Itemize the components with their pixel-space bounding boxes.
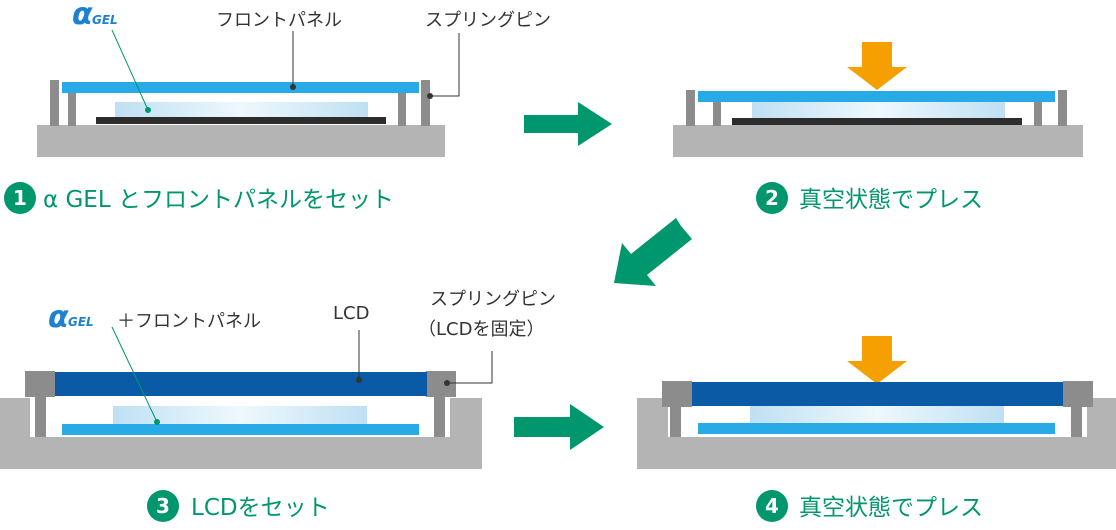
step3-front-panel [62, 424, 419, 435]
step2-diagram: 2 真空状態でプレス [673, 42, 1083, 214]
step2-pin-left-inner [713, 102, 721, 126]
step3-caption: LCDをセット [191, 495, 330, 521]
alpha-gel-logo-1-gel: GEL [92, 13, 118, 27]
step3-gel-dot [154, 419, 160, 425]
step2-black-plate [732, 118, 1022, 125]
alpha-gel-logo-1: α [72, 0, 93, 32]
step3-pin-right-cap [426, 371, 456, 397]
step2-press-arrow [847, 42, 907, 90]
step4-number: 4 [765, 494, 779, 518]
step2-base [673, 125, 1083, 157]
step1-base [37, 125, 445, 157]
step3-lcd-dot [356, 377, 362, 383]
step3-gel [113, 406, 367, 425]
label-spring-pin: スプリングピン [425, 10, 551, 31]
arrow-right-1 [524, 102, 612, 146]
step3-pin-dot [444, 380, 450, 386]
step3-pin-callout [447, 351, 493, 384]
arrow-right-2 [514, 404, 604, 450]
step3-pin-left-cap [25, 371, 55, 397]
step3-gel-callout [111, 326, 158, 423]
step4-lcd [692, 382, 1063, 406]
step1-black-plate [96, 117, 386, 124]
step1-caption: α GEL とフロントパネルをセット [43, 187, 394, 213]
step4-press-arrow [847, 336, 907, 384]
step2-front-panel [698, 91, 1055, 102]
step1-number: 1 [13, 186, 27, 210]
step1-panel-dot [290, 84, 296, 90]
step2-number-badge [756, 182, 788, 214]
step1-pin-dot [427, 93, 433, 99]
alpha-gel-logo-2: α [48, 300, 69, 335]
step4-number-badge [756, 490, 788, 522]
label-spring-pin-fix: （LCDを固定） [418, 319, 544, 340]
step4-front-panel [698, 423, 1055, 434]
step3-number-badge [147, 490, 179, 522]
step1-pin-left-inner [68, 92, 76, 126]
step2-pin-right [1058, 90, 1067, 126]
step1-pin-right [421, 80, 430, 126]
step4-pin-right-post [1071, 405, 1082, 437]
step3-lcd [55, 372, 427, 396]
step1-diagram: α GEL フロントパネル スプリングピン 1 α GEL とフロントパネルをセ… [4, 0, 551, 214]
step1-pin-callout [430, 33, 460, 97]
step2-pin-right-inner [1034, 102, 1042, 126]
step4-pin-left-cap [662, 381, 692, 407]
step4-gel [750, 406, 1004, 424]
step2-gel [752, 102, 1005, 119]
step2-number: 2 [765, 186, 779, 210]
label-lcd: LCD [333, 303, 369, 324]
step2-caption: 真空状態でプレス [799, 187, 983, 213]
step2-pin-left [686, 90, 695, 126]
step4-caption: 真空状態でプレス [799, 495, 983, 521]
step1-pin-right-inner [398, 92, 406, 126]
step4-base [637, 398, 1116, 469]
alpha-gel-logo-2-gel: GEL [68, 315, 94, 329]
step1-gel [115, 102, 368, 118]
step3-diagram: α GEL ＋フロントパネル LCD スプリングピン （LCDを固定） 3 LC… [0, 289, 556, 522]
step3-pin-right-post [434, 393, 445, 437]
step1-front-panel [62, 82, 419, 93]
step1-number-badge [4, 182, 36, 214]
arrow-diagonal [614, 218, 692, 286]
step4-pin-right-cap [1063, 381, 1093, 407]
step4-pin-left-post [670, 405, 681, 437]
label-spring-pin-2: スプリングピン [430, 289, 556, 310]
step3-pin-left-post [35, 393, 46, 437]
step1-gel-callout [111, 29, 149, 111]
step1-pin-left [50, 80, 59, 126]
step3-base [0, 398, 482, 469]
step4-diagram: 4 真空状態でプレス [637, 336, 1116, 522]
label-front-panel: フロントパネル [216, 10, 342, 31]
step3-number: 3 [156, 494, 170, 518]
label-gel-plus-front-panel: ＋フロントパネル [117, 311, 261, 332]
step1-gel-dot [145, 107, 151, 113]
